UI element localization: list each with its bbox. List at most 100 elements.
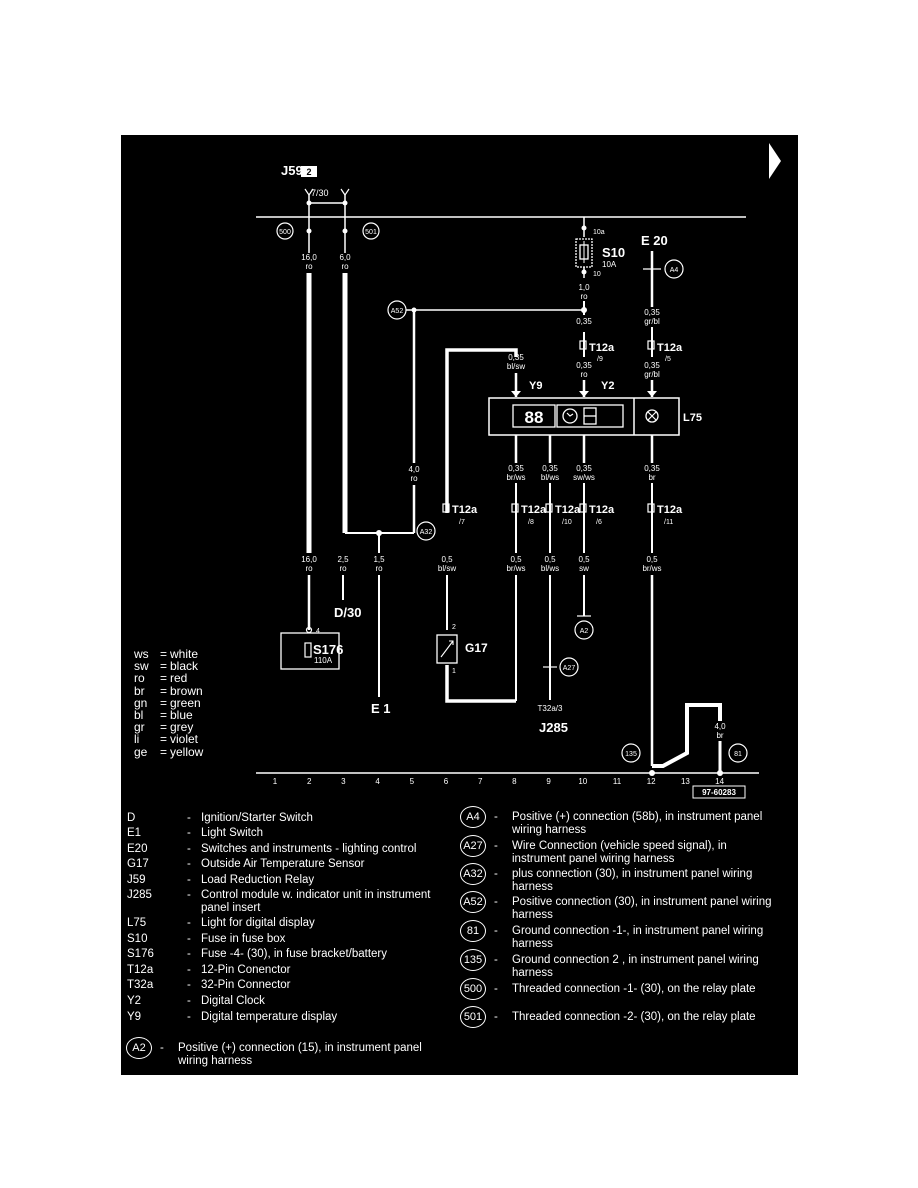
legend-row: gn=green (134, 695, 201, 710)
ground-number: 4 (375, 777, 380, 786)
svg-text:ro: ro (375, 564, 383, 573)
l75-label: L75 (683, 412, 702, 424)
e20-label: E 20 (641, 233, 668, 248)
svg-text:0,35: 0,35 (576, 361, 592, 370)
svg-text:1,5: 1,5 (373, 555, 385, 564)
clock-icon (562, 408, 578, 424)
svg-text:2,5: 2,5 (337, 555, 349, 564)
svg-text:1: 1 (452, 668, 456, 675)
svg-text:/11: /11 (664, 519, 673, 526)
svg-text:bl/ws: bl/ws (541, 564, 559, 573)
connector-a52: A52 (391, 308, 404, 315)
svg-text:0,35: 0,35 (644, 361, 660, 370)
svg-text:/8: /8 (528, 519, 534, 526)
svg-text:bl/sw: bl/sw (507, 362, 525, 371)
svg-text:T12a: T12a (657, 342, 683, 354)
svg-text:T32a/3: T32a/3 (538, 704, 563, 713)
relay-number-box (301, 166, 317, 177)
ground-number: 1 (273, 777, 278, 786)
svg-text:0,5: 0,5 (578, 555, 590, 564)
relay-term: 7/30 (311, 188, 329, 198)
ground-number: 3 (341, 777, 346, 786)
d30-label: D/30 (334, 605, 361, 620)
svg-text:T12a: T12a (521, 504, 547, 516)
ref-code: 97-60283 (702, 788, 736, 797)
svg-text:ro: ro (580, 370, 588, 379)
svg-text:2: 2 (452, 624, 456, 631)
svg-text:S176: S176 (313, 642, 343, 657)
svg-text:110A: 110A (314, 656, 333, 665)
ground-number: 7 (478, 777, 483, 786)
ground-135: 135 (625, 751, 637, 758)
svg-text:br: br (716, 731, 723, 740)
svg-text:ro: ro (341, 262, 349, 271)
e1-label: E 1 (371, 701, 391, 716)
s176-fuse (280, 632, 340, 670)
svg-text:sw/ws: sw/ws (573, 473, 595, 482)
legend-row: bl=blue (134, 708, 193, 723)
fuse-s10: S10 (602, 245, 625, 260)
ground-number: 11 (613, 777, 622, 786)
legend-row: sw=black (134, 659, 199, 674)
svg-text:sw: sw (579, 564, 589, 573)
lamp-icon (645, 409, 659, 423)
svg-text:0,35: 0,35 (508, 464, 524, 473)
connector-500: 500 (279, 229, 291, 236)
diagram-panel (121, 135, 798, 1075)
legend-row: ge=yellow (134, 744, 204, 759)
ground-number: 5 (410, 777, 415, 786)
svg-text:4,0: 4,0 (714, 722, 726, 731)
svg-text:/5: /5 (665, 356, 671, 363)
svg-text:0,35: 0,35 (542, 464, 558, 473)
svg-text:ro: ro (339, 564, 347, 573)
svg-text:gr/bl: gr/bl (644, 370, 660, 379)
svg-text:bl/sw: bl/sw (438, 564, 456, 573)
relay-number: 2 (306, 167, 311, 177)
svg-text:0,35: 0,35 (576, 464, 592, 473)
svg-text:gr/bl: gr/bl (644, 317, 660, 326)
svg-text:br/ws: br/ws (506, 473, 525, 482)
connector-a32: A32 (420, 529, 433, 536)
svg-text:10A: 10A (602, 260, 617, 269)
svg-text:0,35: 0,35 (576, 317, 592, 326)
svg-text:10: 10 (593, 271, 601, 278)
svg-text:0,35: 0,35 (508, 353, 524, 362)
svg-text:10a: 10a (593, 229, 605, 236)
wiring-schematic: J59 2 7/30 500 501 16,0 ro 6,0 ro A52 4,… (256, 143, 781, 799)
ground-81: 81 (734, 751, 742, 758)
ground-number: 9 (546, 777, 551, 786)
svg-text:T12a: T12a (589, 342, 615, 354)
svg-text:T12a: T12a (589, 504, 615, 516)
svg-text:/10: /10 (562, 519, 572, 526)
svg-text:16,0: 16,0 (301, 555, 317, 564)
svg-text:ro: ro (305, 564, 313, 573)
next-page-arrow[interactable] (769, 143, 781, 179)
ground-number: 6 (444, 777, 449, 786)
ground-number: 10 (578, 777, 587, 786)
ground-number: 14 (715, 777, 724, 786)
svg-text:0,5: 0,5 (544, 555, 556, 564)
svg-text:bl/ws: bl/ws (541, 473, 559, 482)
svg-text:T12a: T12a (657, 504, 683, 516)
svg-text:16,0: 16,0 (301, 253, 317, 262)
legend-row: ro=red (134, 671, 188, 686)
svg-text:ro: ro (410, 474, 418, 483)
ground-number: 12 (647, 777, 656, 786)
svg-text:ro: ro (305, 262, 313, 271)
legend-row: ws=white (134, 647, 199, 661)
svg-text:0,5: 0,5 (441, 555, 453, 564)
connector-a27: A27 (563, 665, 576, 672)
svg-text:0,5: 0,5 (646, 555, 658, 564)
y9-label: Y9 (529, 380, 542, 392)
svg-text:6,0: 6,0 (339, 253, 351, 262)
svg-text:ro: ro (580, 292, 588, 301)
connector-501: 501 (365, 229, 377, 236)
svg-text:br/ws: br/ws (506, 564, 525, 573)
svg-text:br: br (648, 473, 655, 482)
svg-text:0,5: 0,5 (510, 555, 522, 564)
svg-text:1,0: 1,0 (578, 283, 590, 292)
legend-row: li=violet (134, 732, 199, 747)
connector-a4: A4 (670, 267, 679, 274)
svg-text:0,35: 0,35 (644, 464, 660, 473)
